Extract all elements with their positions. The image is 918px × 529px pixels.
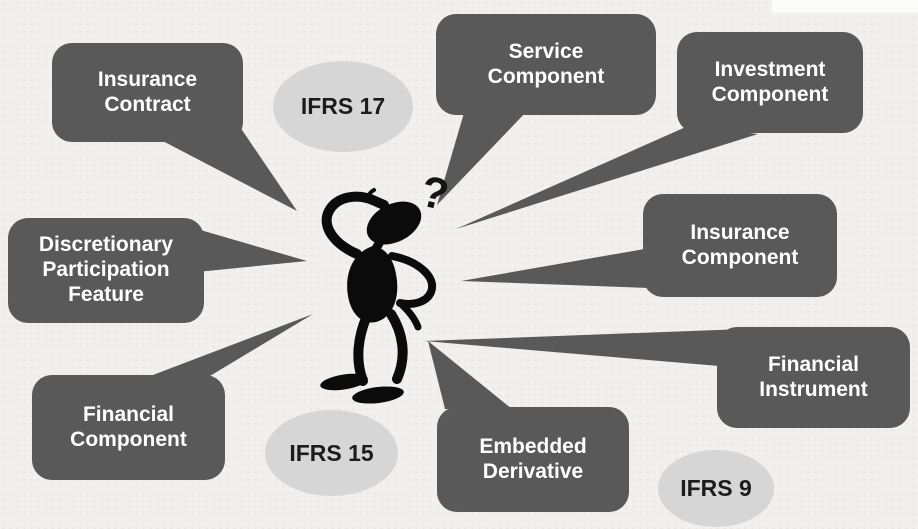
callout-investment-component-label: Investment Component (711, 57, 829, 106)
top-right-light-strip (772, 0, 918, 13)
figure-hair-curl (367, 188, 376, 205)
callout-insurance-contract-label: Insurance Contract (97, 67, 198, 116)
tail-service-component (437, 106, 528, 205)
tail-embedded-derivative (428, 341, 512, 409)
confused-person-figure: ? (320, 167, 453, 404)
callout-embedded-derivative: Embedded Derivative (437, 407, 629, 512)
standard-ifrs-15-label: IFRS 15 (289, 439, 374, 466)
figure-right-leg (386, 309, 408, 384)
figure-torso (347, 246, 398, 323)
callout-service-component: Service Component (436, 14, 656, 115)
question-mark: ? (416, 167, 453, 221)
standard-ifrs-17: IFRS 17 (273, 61, 413, 152)
callout-financial-component: Financial Component (32, 375, 225, 480)
standard-ifrs-9: IFRS 9 (658, 450, 774, 527)
figure-left-leg (353, 311, 372, 386)
standard-ifrs-17-label: IFRS 17 (300, 93, 386, 119)
callout-insurance-component: Insurance Component (643, 194, 837, 297)
tail-financial-instrument (424, 329, 744, 366)
standard-ifrs-15: IFRS 15 (265, 410, 398, 496)
figure-neck (369, 235, 386, 257)
tail-discretionary-participation-feature (197, 229, 307, 272)
callout-embedded-derivative-label: Embedded Derivative (479, 434, 587, 483)
figure-right-foot (352, 386, 404, 404)
tail-insurance-component (461, 248, 650, 288)
callout-discretionary-participation-feature-label: Discretionary Participation Feature (38, 233, 174, 306)
figure-arm-scratching (321, 191, 389, 259)
figure-left-foot (320, 373, 368, 391)
standard-ifrs-9-label: IFRS 9 (680, 475, 752, 501)
callout-discretionary-participation-feature: Discretionary Participation Feature (8, 218, 204, 323)
callout-insurance-component-label: Insurance Component (681, 220, 799, 269)
callout-service-component-label: Service Component (487, 39, 605, 88)
figure-head (366, 201, 422, 245)
callout-financial-instrument-label: Financial Instrument (759, 352, 868, 401)
tail-financial-component (145, 314, 313, 382)
callout-investment-component: Investment Component (677, 32, 863, 133)
figure-arm-akimbo (388, 252, 437, 308)
figure-hand-drop (396, 299, 422, 331)
callout-financial-instrument: Financial Instrument (717, 327, 910, 428)
callout-insurance-contract: Insurance Contract (52, 43, 243, 142)
callout-financial-component-label: Financial Component (70, 402, 187, 451)
